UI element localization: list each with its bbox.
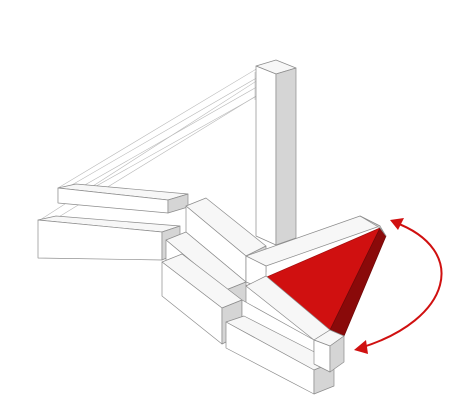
lower-left-arm [37,215,181,261]
curved-double-arrow-icon [354,218,443,354]
bottom-bar [225,315,335,395]
upper-left-arm [57,183,189,214]
end-cap-block [313,329,345,373]
tall-pillar [255,59,297,246]
